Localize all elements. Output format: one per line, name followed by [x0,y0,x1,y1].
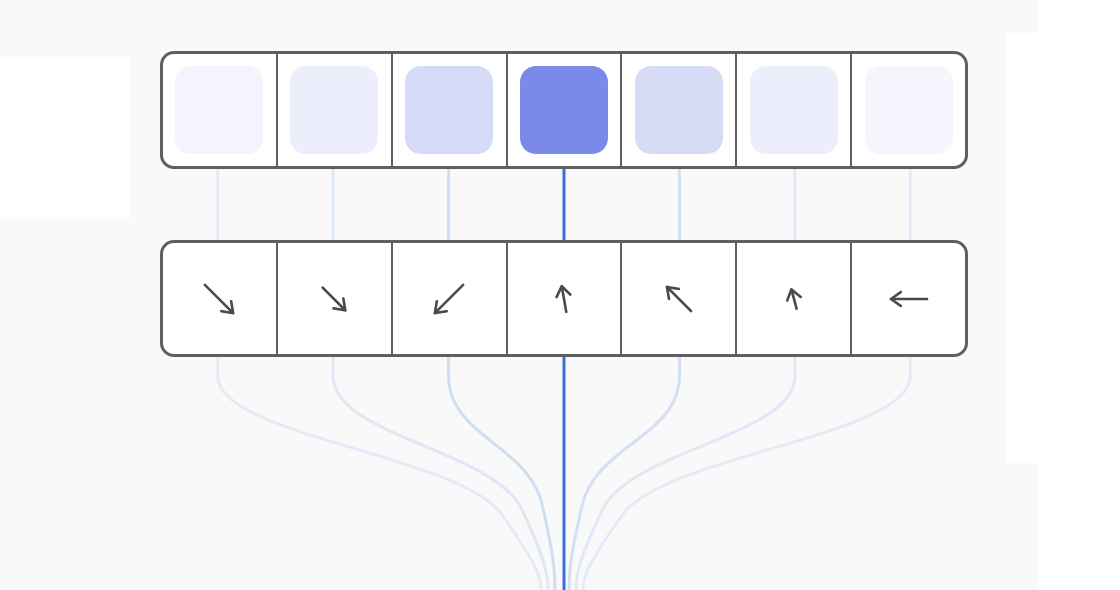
vector-cell [737,243,853,354]
weight-swatch [749,66,838,154]
arrow-down-right-icon [203,283,235,314]
converging-wire [447,356,557,590]
arrow-down-right-icon [321,285,347,312]
arrow-up-left-icon [665,285,693,312]
converging-wire [331,356,550,590]
vector-cell [852,243,965,354]
vector-cell [393,243,508,354]
weight-cell [393,54,508,166]
converging-wire [216,356,543,590]
arrow-down-left-icon [433,283,465,314]
weight-cell [278,54,393,166]
vector-cell [163,243,278,354]
weight-swatch [175,66,264,154]
converging-wire [581,356,912,590]
converging-wire [574,356,797,590]
vector-cell [278,243,393,354]
weight-cell [622,54,738,166]
weight-cell [163,54,278,166]
arrow-left-icon [889,290,928,307]
value-vectors-row [160,240,968,357]
weight-swatch [634,66,723,154]
weight-swatch [290,66,379,154]
vector-cell [622,243,738,354]
vector-cell [508,243,623,354]
background-panel-left [0,57,131,217]
background-panel-far-right [1037,0,1120,590]
converging-wire [567,356,681,590]
arrow-up-icon [785,287,802,310]
arrow-up-icon [555,284,572,313]
attention-weights-row [160,51,968,169]
weight-cell [508,54,623,166]
weight-swatch [405,66,494,154]
weight-cell [737,54,853,166]
background-panel-right [1005,33,1037,463]
weight-swatch [520,66,608,154]
weight-cell [852,54,965,166]
weight-swatch [864,66,953,154]
